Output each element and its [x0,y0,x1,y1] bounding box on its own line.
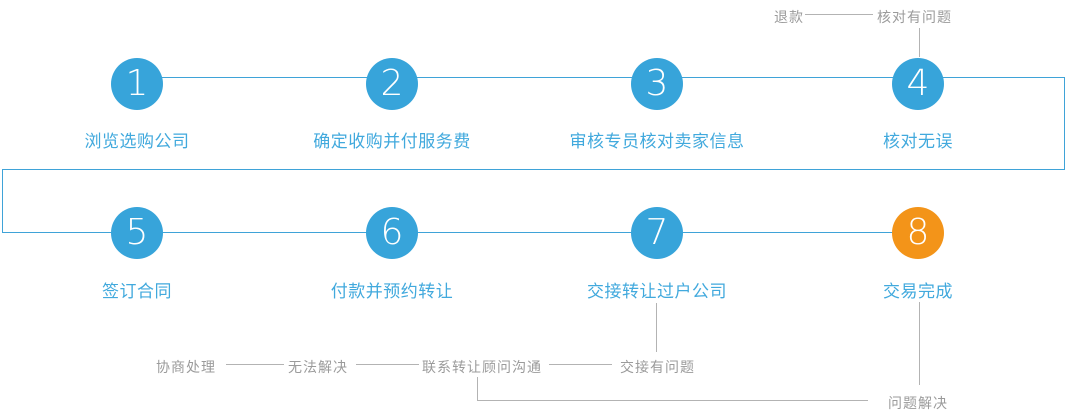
connector-middle-line [2,169,1065,170]
handover-issue-line [549,364,612,365]
step-1-number: 1 [125,63,149,104]
unresolved-label: 无法解决 [288,360,348,376]
problem-solved-vertical-line [919,302,920,385]
connector-left-vertical [2,169,3,232]
step-3-circle: 3 [631,58,683,110]
step-2-number: 2 [380,63,404,104]
step-6-label: 付款并预约转让 [330,282,454,302]
step-6-number: 6 [380,212,404,253]
step-3-number: 3 [645,63,669,104]
step-8-label: 交易完成 [883,282,953,302]
step-4-label: 核对无误 [883,132,953,152]
verify-issue-vertical-line [919,28,920,57]
step-4-circle: 4 [892,58,944,110]
connector-right-vertical [1064,77,1065,169]
handover-issue-vertical-line [656,303,657,352]
step-5-label: 签订合同 [102,282,172,302]
contact-advisor-label: 联系转让顾问沟通 [422,360,542,376]
unresolved-line [356,364,419,365]
step-7-label: 交接转让过户公司 [587,282,727,302]
connector-row2-line [2,232,918,233]
negotiate-line [226,364,284,365]
step-7-circle: 7 [631,207,683,259]
refund-label: 退款 [774,10,804,26]
step-7-number: 7 [645,212,669,253]
step-1-circle: 1 [111,58,163,110]
handover-issue-label: 交接有问题 [620,360,695,376]
step-3-label: 审核专员核对卖家信息 [569,132,745,152]
connector-row1-line [137,77,1065,78]
step-5-circle: 5 [111,207,163,259]
problem-solved-label: 问题解决 [888,396,948,412]
verify-issue-label: 核对有问题 [877,10,952,26]
negotiate-label: 协商处理 [156,360,216,376]
contact-advisor-drop-line [477,377,478,401]
step-6-circle: 6 [366,207,418,259]
step-2-circle: 2 [366,58,418,110]
problem-solved-horizontal-line [477,400,868,401]
step-5-number: 5 [125,212,149,253]
step-8-circle: 8 [892,207,944,259]
step-1-label: 浏览选购公司 [84,132,190,152]
step-4-number: 4 [906,63,930,104]
step-8-number: 8 [906,212,930,253]
refund-branch-line [805,14,873,15]
step-2-label: 确定收购并付服务费 [313,132,471,152]
